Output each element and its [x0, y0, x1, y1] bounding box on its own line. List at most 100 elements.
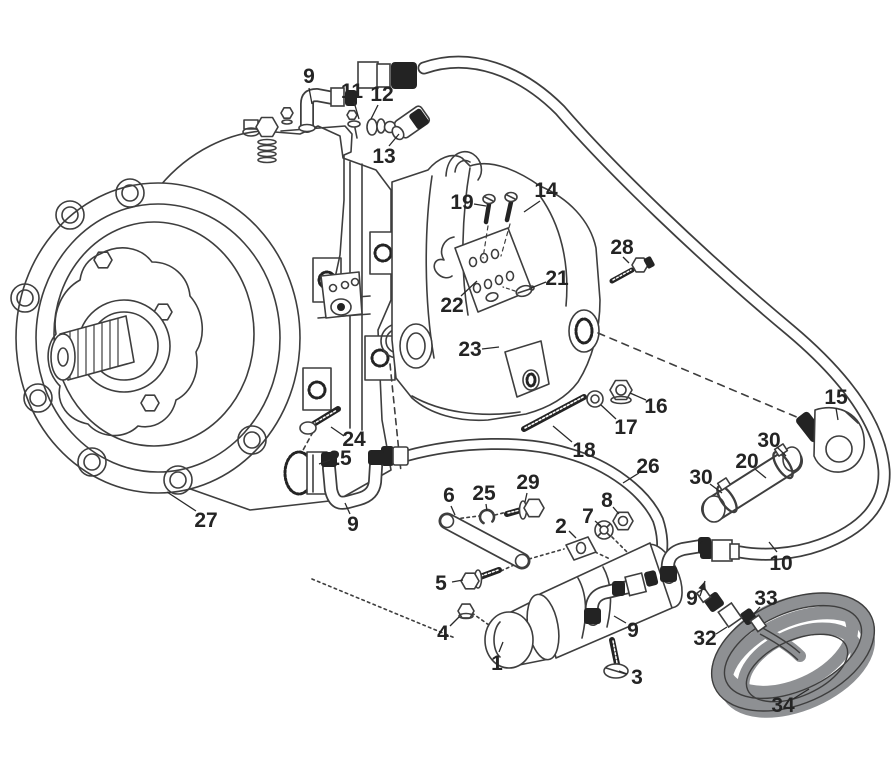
leader-line-15: [835, 407, 839, 421]
fitting-12: [366, 118, 397, 136]
leader-line-11: [353, 101, 360, 120]
control-valve-1: [484, 542, 683, 669]
leader-line-1: [498, 641, 504, 653]
callout-13: 13: [372, 145, 395, 168]
nut-4: [457, 603, 475, 620]
leader-line-23: [481, 346, 500, 350]
hose-clamp-30-upper: [772, 443, 794, 480]
leader-line-4: [449, 616, 460, 627]
link-plate-6: [438, 512, 531, 570]
callout-1: 1: [491, 652, 503, 675]
callout-21: 21: [545, 267, 569, 290]
snap-ring-25: [478, 508, 496, 526]
elbow-fitting-15: [796, 406, 865, 473]
leader-line-18: [552, 425, 573, 443]
bolt-24: [299, 406, 341, 435]
bolt-3: [603, 637, 629, 679]
leader-line-34: [792, 688, 810, 700]
callout-25-left: 25: [328, 447, 352, 470]
callout-8: 8: [601, 489, 613, 512]
callout-20: 20: [735, 450, 758, 473]
callout-6: 6: [443, 484, 455, 507]
leader-line-32: [715, 626, 728, 635]
fitting-13: [391, 105, 431, 141]
callout-4: 4: [437, 622, 449, 645]
callout-9-left: 9: [347, 513, 359, 536]
callout-32: 32: [693, 627, 716, 650]
bolt-28: [609, 256, 655, 284]
leader-line-9-top: [308, 87, 313, 105]
washer-17: [586, 390, 604, 408]
callout-9-top: 9: [303, 65, 315, 88]
flange-bolt-holes: [10, 178, 267, 495]
top-plug-large: [255, 116, 279, 164]
leader-line-6: [450, 505, 456, 516]
hose-20: [701, 443, 803, 523]
callout-25-mid: 25: [472, 482, 496, 505]
leader-line-2: [568, 530, 577, 539]
leader-line-14: [523, 200, 541, 213]
fitting-21: [485, 284, 535, 303]
callout-18: 18: [572, 439, 596, 462]
stud-18: [521, 394, 587, 432]
leader-line-33: [752, 606, 761, 616]
hose-10-top-fitting: [357, 61, 417, 89]
callout-14: 14: [534, 179, 558, 202]
leader-line-24: [330, 426, 345, 437]
leader-line-8: [612, 506, 620, 515]
callout-34: 34: [771, 694, 795, 717]
callout-19: 19: [450, 191, 473, 214]
top-plug-small: [280, 107, 294, 125]
callout-28: 28: [610, 236, 634, 259]
leader-line-28: [622, 256, 630, 264]
callout-7: 7: [582, 505, 594, 528]
plug-bolt-5: [460, 567, 502, 590]
adapter-32-33: [695, 586, 768, 633]
leader-line-25-left: [318, 459, 331, 465]
leader-line-12: [370, 104, 379, 120]
callout-17: 17: [614, 416, 637, 439]
leader-line-5: [451, 579, 464, 583]
callout-10: 10: [769, 552, 792, 575]
hose-10: [357, 55, 891, 562]
upper-bracket: [280, 125, 363, 319]
plate-2: [565, 536, 597, 561]
leader-line-10: [768, 541, 778, 553]
elbow-fitting-9-valve-left: [584, 570, 659, 626]
fitting-11: [346, 109, 361, 139]
hose-10-end-fitting: [700, 539, 740, 562]
leader-line-7: [594, 520, 602, 527]
callout-23: 23: [458, 338, 481, 361]
callout-9-valve: 9: [627, 619, 639, 642]
splined-shaft: [50, 315, 135, 381]
callout-5: 5: [435, 572, 447, 595]
leader-line-30-upper: [776, 446, 787, 457]
callout-9-junction: 9: [686, 587, 698, 610]
elbow-fitting-9-top: [298, 87, 357, 133]
leader-line-20: [754, 468, 767, 479]
leader-line-3: [618, 670, 628, 675]
callout-11: 11: [341, 80, 364, 103]
bolt-29: [504, 498, 545, 520]
callout-33: 33: [754, 587, 777, 610]
callout-29: 29: [516, 471, 539, 494]
leader-line-30-lower: [709, 483, 723, 494]
callout-2: 2: [555, 515, 567, 538]
leader-line-25-mid: [485, 503, 488, 512]
elbow-fitting-9-left: [321, 450, 384, 510]
callout-26: 26: [636, 455, 659, 478]
hose-26: [381, 437, 669, 562]
leader-line-29: [524, 492, 528, 503]
leader-line-26: [622, 472, 640, 484]
callout-22: 22: [440, 294, 463, 317]
nut-8: [612, 511, 634, 531]
leader-line-19: [473, 203, 487, 207]
main-pump-housing-27: [10, 107, 416, 511]
hose-clamp-30-lower: [716, 477, 738, 514]
screws-19: [482, 191, 518, 259]
leader-line-22: [460, 280, 478, 297]
leader-line-21: [530, 281, 547, 289]
